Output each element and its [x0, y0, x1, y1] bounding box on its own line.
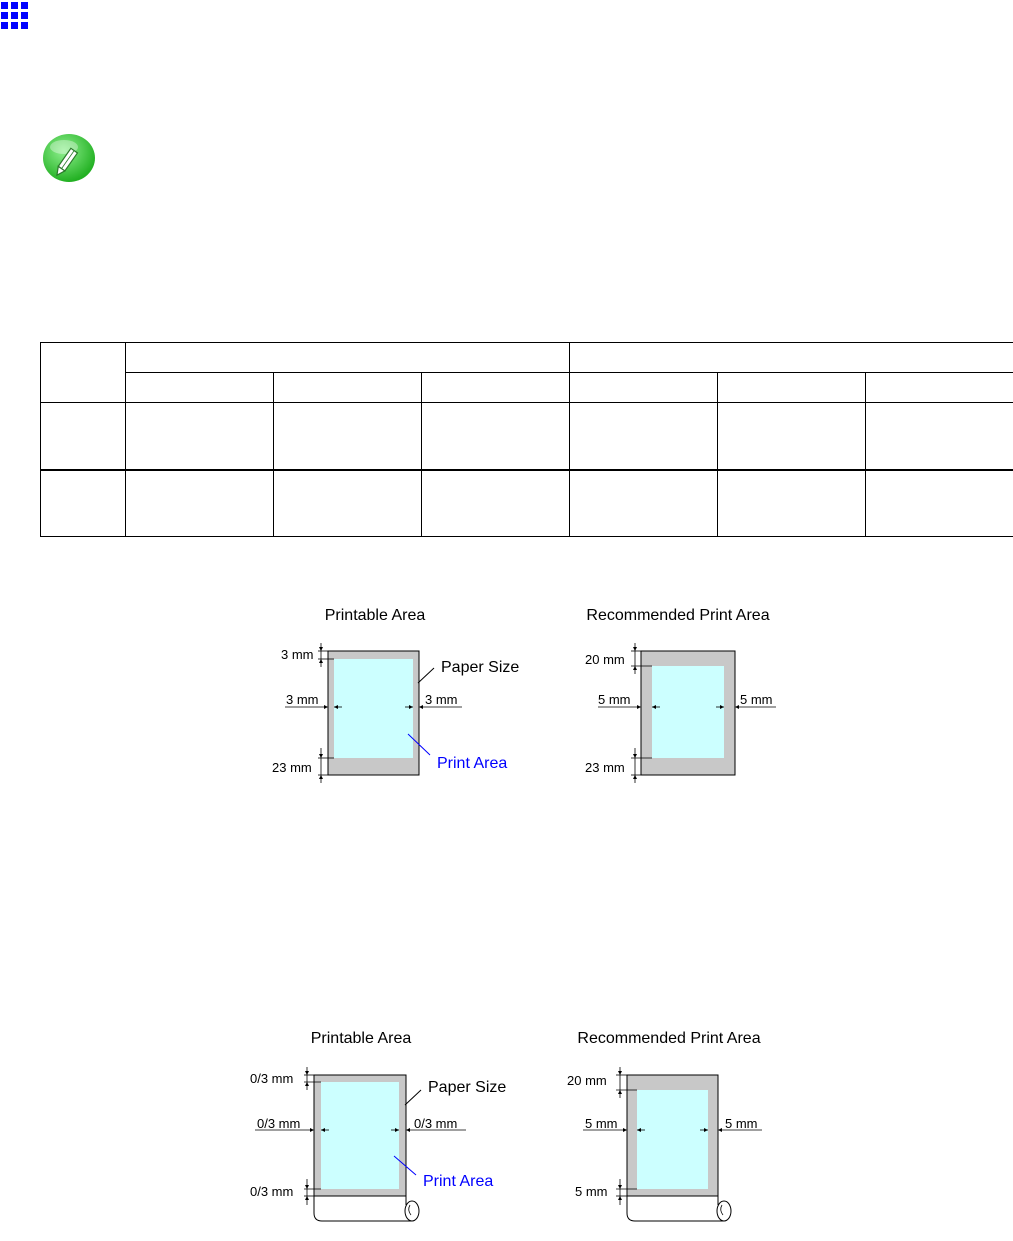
table-cell — [273, 402, 422, 471]
figure1-bottom-margin: 23 mm — [272, 760, 312, 775]
table-corner-cell — [40, 341, 126, 404]
table-subheader-cell — [420, 372, 571, 404]
figure2-rec-left-margin: 5 mm — [585, 1116, 618, 1131]
figure2-right-margin: 0/3 mm — [414, 1116, 457, 1131]
figure2-top-margin: 0/3 mm — [250, 1071, 293, 1086]
grid-icon[interactable] — [0, 0, 30, 30]
figure1-top-margin: 3 mm — [281, 647, 314, 662]
table-cell — [125, 469, 274, 537]
figure1-right-margin: 3 mm — [425, 692, 458, 707]
figure1-rec-bottom-margin: 23 mm — [585, 760, 625, 775]
table-row — [40, 469, 1013, 537]
figure1-recommended-title: Recommended Print Area — [586, 607, 769, 624]
figure1-rec-top-margin: 20 mm — [585, 652, 625, 667]
table-subheader-cell — [569, 372, 719, 404]
figure2-rec-top-margin: 20 mm — [567, 1073, 607, 1088]
figure2-recommended-title: Recommended Print Area — [577, 1030, 760, 1047]
table-cell — [569, 469, 719, 537]
table-row — [40, 402, 1013, 471]
table-cell — [125, 402, 274, 471]
paper-roll — [313, 1196, 412, 1222]
table-subheader-cell — [273, 372, 422, 404]
figure2-rec-bottom-margin: 5 mm — [575, 1184, 608, 1199]
paper-roll — [626, 1196, 724, 1222]
table-group-header-cell — [124, 341, 571, 374]
print-area-rect — [334, 659, 413, 758]
table-subheader-cell — [125, 372, 274, 404]
figure2-rec-right-margin: 5 mm — [725, 1116, 758, 1131]
table-cell — [865, 469, 1013, 537]
table-cell — [717, 402, 867, 471]
table-cell — [40, 469, 126, 537]
figure1-print-area-label: Print Area — [437, 755, 507, 772]
figure1-left-margin: 3 mm — [286, 692, 319, 707]
figure2-bottom-margin: 0/3 mm — [250, 1184, 293, 1199]
table-cell — [420, 402, 571, 471]
figure2-print-area-label: Print Area — [423, 1173, 493, 1190]
figure1-printable-title: Printable Area — [325, 607, 426, 624]
table-cell — [865, 402, 1013, 471]
table-subheader-cell — [717, 372, 867, 404]
print-area-table — [40, 341, 1013, 537]
table-cell — [420, 469, 571, 537]
figure2-left-margin: 0/3 mm — [257, 1116, 300, 1131]
recommended-area-rect — [637, 1090, 708, 1189]
table-cell — [569, 402, 719, 471]
figure1-rec-right-margin: 5 mm — [740, 692, 773, 707]
figure2-paper-size-label: Paper Size — [428, 1079, 506, 1096]
table-cell — [40, 402, 126, 471]
print-area-rect — [321, 1082, 399, 1189]
figure2-printable-title: Printable Area — [311, 1030, 412, 1047]
figure1-rec-left-margin: 5 mm — [598, 692, 631, 707]
recommended-area-rect — [652, 666, 724, 758]
pencil-note-icon — [43, 134, 95, 182]
figure1-paper-size-label: Paper Size — [441, 659, 519, 676]
table-cell — [273, 469, 422, 537]
